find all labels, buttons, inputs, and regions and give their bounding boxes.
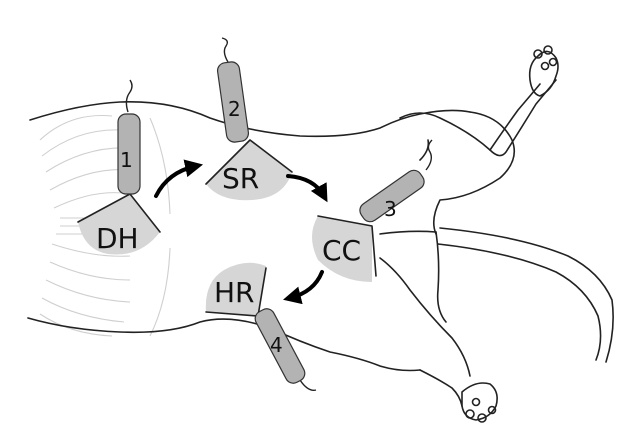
view-label: SR: [222, 162, 259, 195]
ultrasound-beam: [78, 194, 160, 255]
probe-sr: 2 SR: [205, 37, 293, 201]
cable: [125, 79, 133, 113]
arrow-sr-to-cc: [286, 174, 328, 203]
probe-number: 2: [228, 97, 241, 121]
transducer: [216, 61, 250, 143]
view-label: HR: [214, 276, 255, 309]
lower-paw: [461, 382, 498, 423]
body-upper-contour: [29, 101, 471, 138]
cable: [221, 37, 229, 63]
rib-cage: [39, 114, 171, 337]
view-label: DH: [96, 222, 139, 255]
arrow-dh-to-sr: [154, 159, 204, 198]
transducer: [359, 169, 425, 223]
body-lower-contour: [27, 317, 421, 372]
ultrasound-beam: [206, 140, 292, 201]
transducer: [117, 113, 141, 195]
lower-hind-leg: [379, 231, 471, 407]
probe-hr: 4 HR: [205, 262, 317, 391]
upper-paw: [528, 45, 559, 97]
ultrasound-beam: [205, 262, 266, 316]
transducer: [254, 308, 306, 384]
probe-number: 4: [270, 333, 283, 357]
probe-dh: 1 DH: [77, 79, 161, 255]
view-label: CC: [322, 234, 361, 267]
probe-number: 1: [120, 148, 133, 172]
cable: [299, 379, 317, 391]
probe-cc: 3 CC: [312, 139, 433, 282]
arrow-cc-to-hr: [283, 270, 324, 305]
cable: [425, 139, 433, 171]
ultrasound-beam: [312, 216, 372, 282]
sequence-arrows: [154, 159, 328, 305]
probe-number: 3: [384, 197, 397, 221]
tail: [437, 227, 614, 363]
thigh-crease: [379, 139, 437, 235]
